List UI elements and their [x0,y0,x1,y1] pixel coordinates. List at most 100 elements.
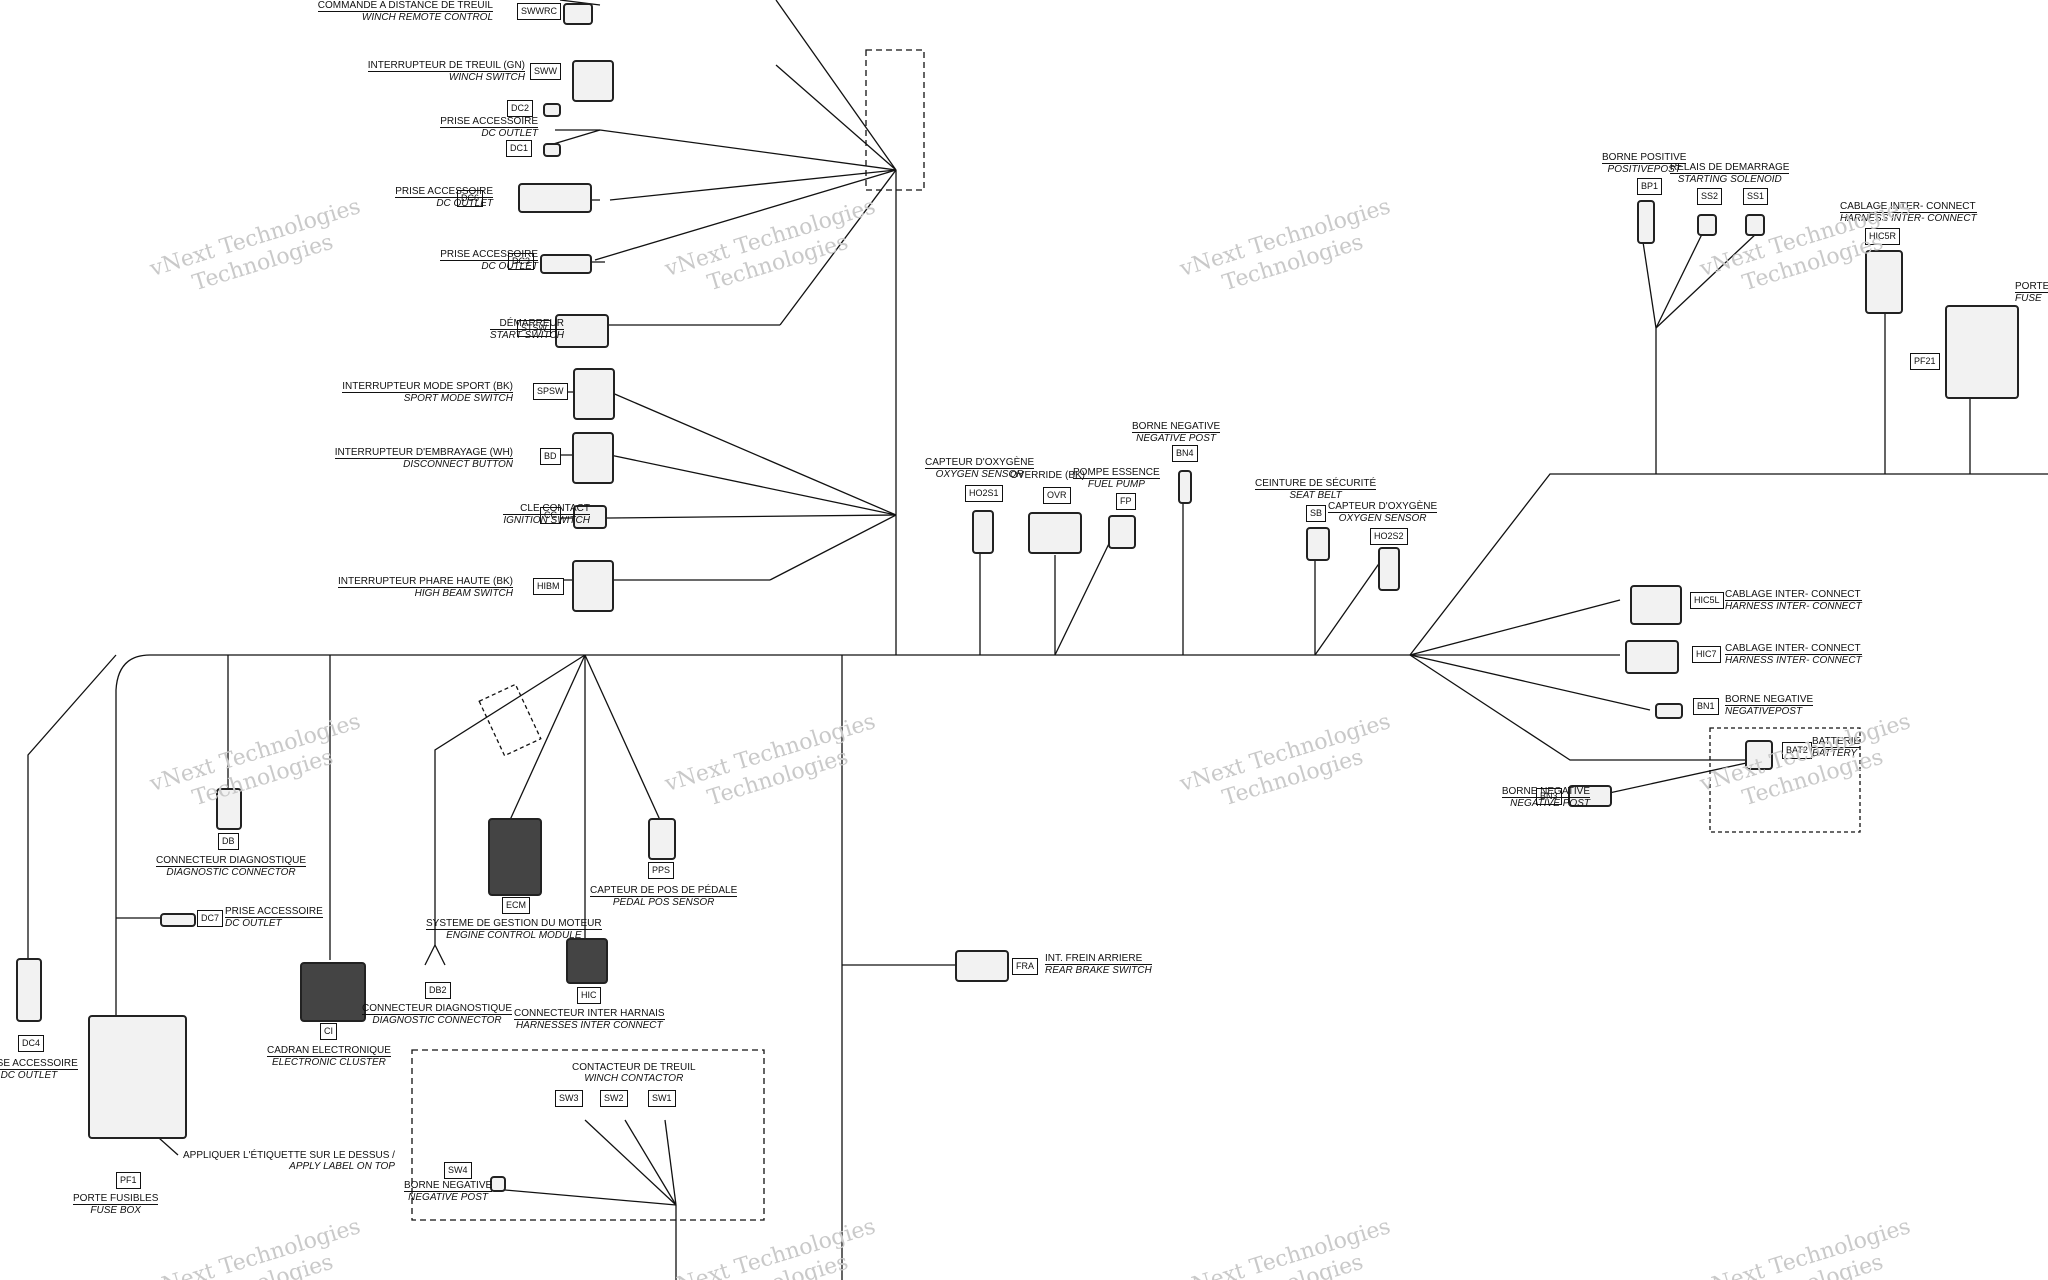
dc4-connector-icon [16,958,42,1022]
ho2s2-connector-icon [1378,547,1400,591]
bat2-code-label: BAT2 [1782,742,1812,759]
dc4-label-en: DC OUTLET [0,1069,78,1081]
pf21-label-fr: PORTE F [2015,281,2048,292]
dc3-label-fr: PRISE ACCESSOIRE [440,249,538,260]
hicr-connector-icon [1865,250,1903,314]
bd-connector-icon [572,432,614,484]
hic7-label-en: HARNESS INTER- CONNECT [1725,654,1862,666]
ecm-label-en: ENGINE CONTROL MODULE [426,929,602,941]
swwrc-code-label: SWWRC [517,3,561,20]
bn1-connector-icon [1655,703,1683,719]
bn4-code-label: BN4 [1172,445,1198,462]
db2-label-fr: CONNECTEUR DIAGNOSTIQUE [362,1003,513,1014]
bn3-label-en: NEGATIVE POST [1501,797,1590,809]
sb-connector-icon [1306,527,1330,561]
dc6-label-fr: PRISE ACCESSOIRE [395,186,493,197]
hic-label-en: HARNESSES INTER CONNECT [514,1019,665,1031]
fp-code-label: FP [1116,493,1136,510]
ecm-code-label: ECM [502,897,530,914]
ci-label-en: ELECTRONIC CLUSTER [267,1056,391,1068]
winch-contactor-title-en: WINCH CONTACTOR [584,1073,684,1084]
bn4-label-en: NEGATIVE POST [1132,432,1221,444]
hicr-label-fr: CABLAGE INTER- CONNECT [1840,201,1976,212]
hic7-label-fr: CABLAGE INTER- CONNECT [1725,643,1861,654]
bn1-code-label: BN1 [1693,698,1719,715]
bp1-code-label: BP1 [1637,178,1663,195]
stsw-label-en: START SWITCH [489,329,564,341]
dc6-connector-icon [518,183,592,213]
ovr-code-label: OVR [1043,487,1071,504]
bn3-connector-icon [1568,785,1612,807]
sww-label-en: WINCH SWITCH [367,71,525,83]
ci-label-fr: CADRAN ELECTRONIQUE [267,1045,391,1056]
dc7-label-en: DC OUTLET [225,917,323,929]
ovr-description: OVERRIDE (BK) [1010,470,1085,481]
ecm-connector-icon [488,818,542,896]
ci-code-label: CI [320,1023,337,1040]
sw4-code-label: SW4 [444,1162,472,1179]
sw1-code-label: SW1 [648,1090,676,1107]
pf1-code-label: PF1 [116,1172,141,1189]
ci-connector-icon [300,962,366,1022]
hibm-label-fr: INTERRUPTEUR PHARE HAUTE (BK) [337,576,513,587]
bn4-connector-icon [1178,470,1192,504]
hibm-label-en: HIGH BEAM SWITCH [337,587,513,599]
dc6-code-label: DC6 [457,190,484,207]
sww-code-label: SWW [530,63,561,80]
pf21-code-label: PF21 [1910,353,1940,370]
stsw-connector-icon [555,314,609,348]
dc4-label-fr: PRISE ACCESSOIRE [0,1058,78,1069]
dc3-label-en: DC OUTLET [440,260,538,272]
db-label-fr: CONNECTEUR DIAGNOSTIQUE [156,855,307,866]
hibm-code-label: HIBM [533,578,564,595]
sw3-code-label: SW3 [555,1090,583,1107]
fp-label-en: FUEL PUMP [1073,478,1160,490]
hic-connector-icon [566,938,608,984]
fra-label-en: REAR BRAKE SWITCH [1045,964,1152,976]
ho2s1-code-label: HO2S1 [965,485,1003,502]
spsw-description: INTERRUPTEUR MODE SPORT (BK)SPORT MODE S… [342,381,513,404]
hic5l-label-fr: CABLAGE INTER- CONNECT [1725,589,1861,600]
sb-label-en: SEAT BELT [1255,489,1377,501]
pf1-label-fr: PORTE FUSIBLES [73,1193,159,1204]
dc7-code-label: DC7 [197,910,224,927]
ss1-code-label: SS1 [1743,188,1769,205]
dc2-code-label: DC2 [507,100,534,117]
sb-code-label: SB [1306,505,1327,522]
dc6-label-en: DC OUTLET [395,197,493,209]
cc-code-label: CC [540,507,561,524]
fp-label-fr: POMPE ESSENCE [1073,467,1160,478]
bp1-connector-icon [1637,200,1655,244]
dc4-code-label: DC4 [18,1035,45,1052]
spsw-label-en: SPORT MODE SWITCH [342,392,513,404]
pf21-description: PORTE FFUSE [2015,281,2048,304]
bp1-label-fr: BORNE POSITIVE [1602,152,1687,163]
bat2-label-fr: BATTERIE [1812,736,1861,747]
spsw-connector-icon [573,368,615,420]
hic5l-label-en: HARNESS INTER- CONNECT [1725,600,1862,612]
dc1-code-label: DC1 [506,140,533,157]
hic5l-code-label: HIC5L [1690,592,1724,609]
